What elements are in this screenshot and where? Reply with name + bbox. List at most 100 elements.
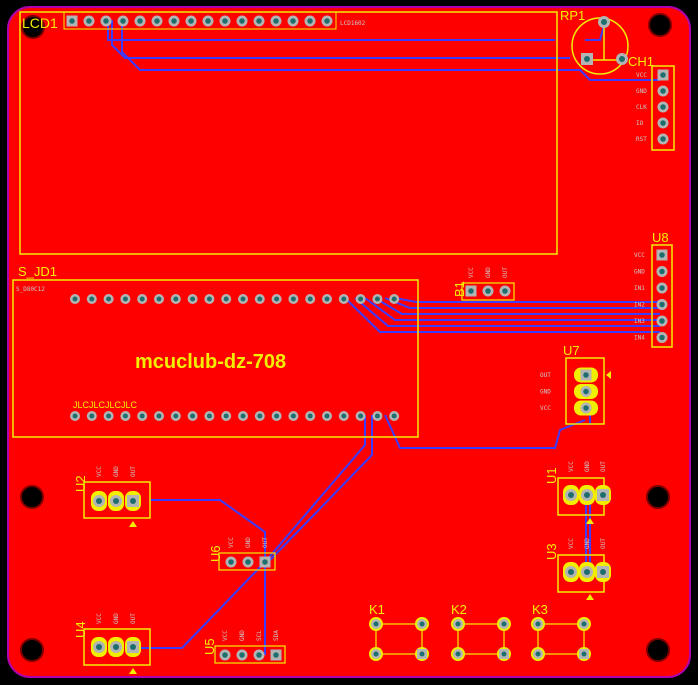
ch1-pin-label-3: CLK (636, 104, 647, 111)
u1-ref: U1 (544, 467, 559, 484)
ch1-pad-1-hole (660, 72, 666, 78)
b1-pad-2-hole (485, 288, 491, 294)
u2-pad-2-hole (113, 498, 119, 504)
u8-pad-2-hole (659, 268, 665, 275)
b1-pad-1-hole (468, 288, 474, 294)
ch1-pad-5-hole (660, 136, 666, 142)
k2-switch[interactable]: K2 (451, 602, 511, 661)
lcd1-pad-5-hole (137, 18, 143, 24)
k1-switch[interactable]: K1 (369, 602, 429, 661)
lcd1-pad-8-hole (188, 18, 194, 24)
sjd1-component[interactable]: S_JD1 S_D80C12 mcuclub-dz-708 JLCJLCJLCJ… (12, 264, 419, 438)
b1-ref: B1 (452, 281, 467, 297)
sjd1-top-pad-20-hole (391, 296, 397, 302)
k1-ref: K1 (369, 602, 385, 617)
sjd1-top-pad-4-hole (122, 296, 128, 302)
lcd1-pad-6-hole (154, 18, 160, 24)
u8-pin-label-2: GND (634, 269, 645, 276)
u5-ref: U5 (202, 638, 217, 655)
b1-pin-label-1: VCC (468, 267, 475, 278)
u5-pin-label-2: GND (239, 630, 246, 641)
k1-pad-4-hole (419, 651, 425, 657)
u8-pad-1-hole (659, 252, 665, 258)
u4-pin-label-3: OUT (130, 613, 137, 624)
ch1-pin-label-1: VCC (636, 72, 647, 79)
mounting-holes (20, 13, 672, 662)
lcd1-pad-7-hole (171, 18, 177, 24)
u2-pin-label-3: OUT (130, 466, 137, 477)
u4-pin1-marker (129, 668, 137, 674)
u2-pad-1-hole (96, 498, 102, 504)
u5-pad-3-hole (256, 652, 262, 658)
ch1-pad-2-hole (660, 88, 666, 94)
lcd1-ref: LCD1 (22, 15, 58, 31)
u8-pin-label-5: IN3 (634, 318, 645, 325)
k3-pads (531, 617, 591, 661)
u6-pin-label-3: OUT (262, 537, 269, 548)
k3-pad-2-hole (581, 621, 587, 627)
k3-pad-1-hole (535, 621, 541, 627)
u3-pin-label-3: OUT (600, 538, 607, 549)
u8-pin-label-1: VCC (634, 252, 645, 259)
sjd1-top-pad-8-hole (190, 296, 196, 302)
ch1-pin-label-5: RST (636, 136, 647, 143)
u8-pin-label-6: IN4 (634, 335, 645, 342)
k2-pad-4-hole (501, 651, 507, 657)
lcd1-component[interactable]: LCD1 LCD1602 (19, 11, 558, 255)
rp1-component[interactable]: RP1 (560, 8, 629, 75)
k3-switch[interactable]: K3 (531, 602, 591, 661)
u6-pin-label-1: VCC (228, 537, 235, 548)
lcd1-pad-9-hole (205, 18, 211, 24)
sjd1-bottom-pad-15-hole (307, 413, 313, 419)
sjd1-top-pad-18-hole (358, 296, 364, 302)
k3-ref: K3 (532, 602, 548, 617)
u5-pin-label-3: SCL (256, 630, 263, 641)
sjd1-top-pad-3-hole (106, 296, 112, 302)
sjd1-bottom-pad-2-hole (89, 413, 95, 419)
k2-ref: K2 (451, 602, 467, 617)
u2-ref: U2 (73, 475, 88, 492)
b1-pin-label-3: OUT (502, 267, 509, 278)
u4-pad-3-hole (130, 644, 136, 650)
sjd1-top-pad-10-hole (223, 296, 229, 302)
u5-pin-label-4: SDA (273, 630, 280, 641)
ch1-pin-label-4: IO (636, 120, 644, 127)
u8-outline (651, 244, 673, 348)
lcd1-value: LCD1602 (340, 20, 366, 27)
lcd1-pad-15-hole (307, 18, 313, 24)
u2-pad-3-hole (130, 498, 136, 504)
k1-pad-2-hole (419, 621, 425, 627)
rp1-ref: RP1 (560, 8, 585, 23)
sjd1-top-pad-7-hole (173, 296, 179, 302)
u5-outline (214, 645, 286, 664)
u8-pad-4-hole (659, 301, 665, 308)
u4-pin-label-1: VCC (96, 613, 103, 624)
lcd1-pad-10-hole (222, 18, 228, 24)
rp1-pad-2-hole (601, 19, 607, 25)
u2-pin-label-2: GND (113, 466, 120, 477)
board-outline (7, 6, 691, 678)
u3-pad-3-hole (600, 569, 606, 575)
u3-ref: U3 (544, 543, 559, 560)
sjd1-bottom-pad-4-hole (122, 413, 128, 419)
sjd1-outline (12, 279, 419, 438)
k2-outline (457, 623, 505, 655)
u4-pad-1-hole (96, 644, 102, 650)
sjd1-bottom-pad-1-hole (72, 413, 78, 419)
u8-ref: U8 (652, 230, 669, 245)
mount-hole-bottom-right (646, 638, 670, 662)
u5-pad-2-hole (239, 652, 245, 658)
